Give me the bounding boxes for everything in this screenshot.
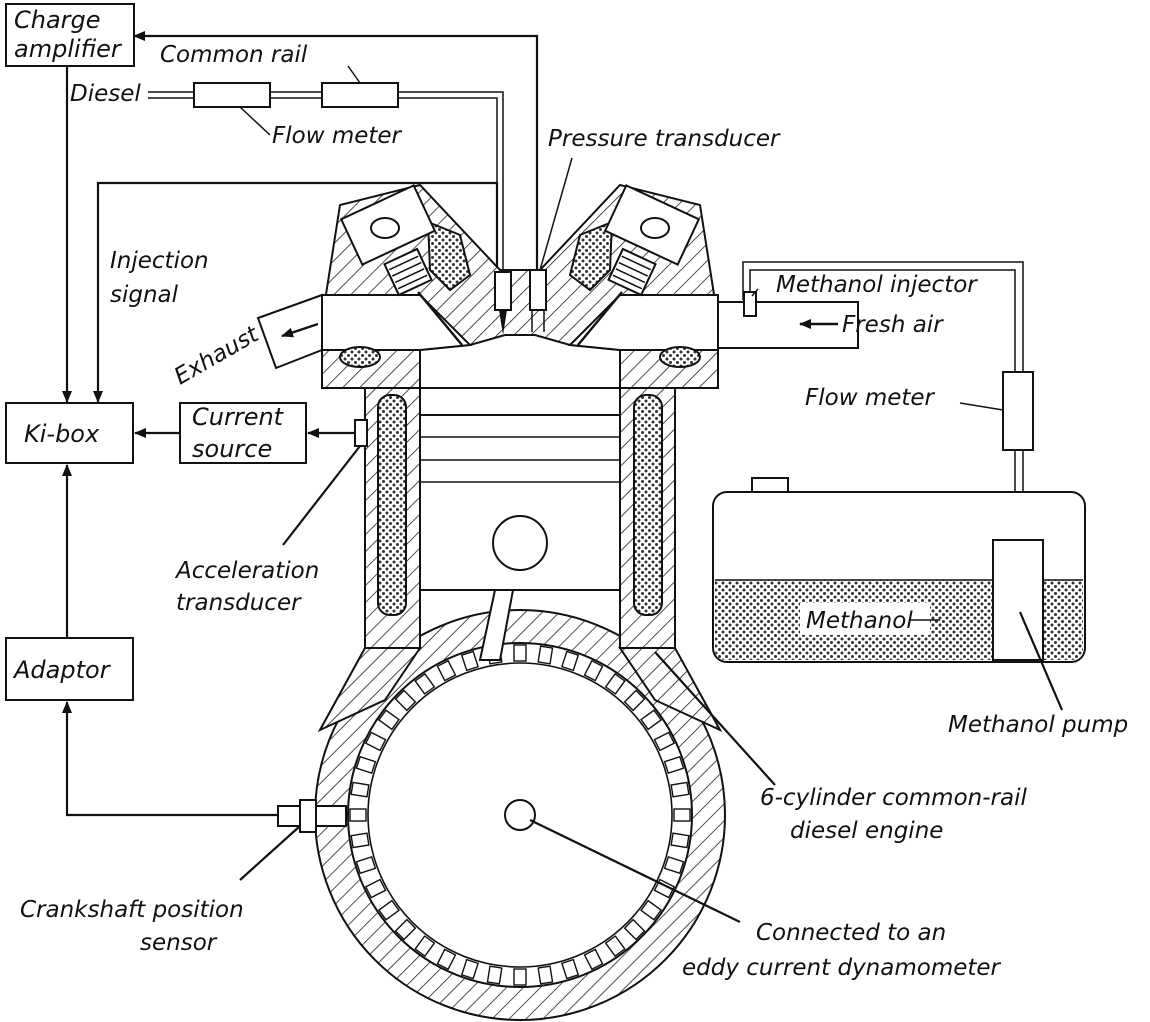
trigger-wheel-tooth: [355, 755, 377, 774]
fresh-air-label: Fresh air: [842, 312, 944, 338]
methanol-pump-label: Methanol pump: [948, 712, 1128, 738]
engine-body: [256, 183, 859, 1021]
methanol-flow-meter: [1002, 371, 1034, 451]
trigger-wheel-tooth: [583, 948, 604, 971]
crank-trigger-wheel: [349, 644, 691, 986]
trigger-wheel-tooth: [663, 755, 685, 774]
connecting-rod: [478, 589, 515, 661]
charge-amplifier-label-2: amplifier: [14, 35, 123, 63]
trigger-wheel-tooth: [350, 781, 370, 798]
dynamometer-label-1: Connected to an: [756, 920, 946, 946]
common-rail-label: Common rail: [160, 42, 308, 68]
trigger-wheel-tooth: [364, 878, 387, 899]
flow-meter-right-label: Flow meter: [805, 385, 936, 411]
methanol-injector-label: Methanol injector: [776, 272, 978, 298]
trigger-wheel-tooth: [583, 659, 604, 682]
trigger-wheel-tooth: [460, 958, 479, 980]
trigger-wheel-tooth: [561, 650, 580, 672]
crankshaft-sensor-label-1: Crankshaft position: [20, 897, 244, 923]
trigger-wheel-tooth: [670, 832, 690, 849]
methanol-injector: [743, 291, 757, 317]
intake-valve-spring: [607, 247, 657, 297]
trigger-wheel-tooth: [513, 644, 527, 662]
current-source-label-1: Current: [192, 403, 285, 431]
methanol-system: [712, 261, 1086, 663]
trigger-wheel-tooth: [394, 689, 417, 712]
injection-signal-label-2: signal: [110, 282, 179, 308]
current-source-box: Current source: [179, 402, 307, 464]
trigger-wheel-tooth: [513, 968, 527, 986]
charge-amplifier-label-1: Charge: [14, 6, 101, 34]
trigger-wheel-tooth: [394, 918, 417, 941]
trigger-wheel-tooth: [640, 709, 663, 731]
trigger-wheel-tooth: [460, 650, 479, 672]
trigger-wheel-tooth: [623, 918, 646, 941]
adaptor-box: Adaptor: [5, 637, 134, 701]
trigger-wheel-tooth: [604, 935, 626, 958]
labels: Common rail Diesel Flow meter Pressure t…: [20, 42, 1128, 981]
current-source-label-2: source: [192, 435, 272, 463]
crankshaft-sensor: [277, 805, 301, 827]
leader-lines: [239, 65, 1064, 923]
pressure-transducer-label: Pressure transducer: [548, 126, 781, 152]
trigger-wheel-tooth: [436, 948, 457, 971]
trigger-wheel-tooth: [673, 808, 691, 822]
dynamometer-label-2: eddy current dynamometer: [682, 955, 1002, 981]
trigger-wheel-tooth: [436, 659, 457, 682]
diesel-injector: [494, 271, 512, 311]
methanol-pump: [992, 539, 1044, 661]
crank-to-adaptor-line: [62, 701, 278, 817]
diesel-label: Diesel: [70, 81, 141, 107]
trigger-wheel-tooth: [561, 958, 580, 980]
crank-shaft-center: [504, 799, 536, 831]
trigger-wheel-tooth: [349, 808, 367, 822]
ki-box-label: Ki-box: [24, 420, 100, 448]
charge-amplifier-box: Charge amplifier: [5, 3, 135, 67]
acceleration-transducer: [354, 419, 368, 447]
exhaust-label: Exhaust: [170, 321, 264, 390]
trigger-wheel-tooth: [623, 689, 646, 712]
trigger-wheel-tooth: [670, 781, 690, 798]
injection-signal-label-1: Injection: [110, 248, 209, 274]
acceleration-transducer-label-1: Acceleration: [174, 558, 319, 584]
trigger-wheel-tooth: [377, 899, 400, 921]
adaptor-label: Adaptor: [12, 656, 112, 684]
engine-label-1: 6-cylinder common-rail: [760, 785, 1027, 811]
trigger-wheel-tooth: [653, 731, 676, 752]
trigger-wheel-tooth: [350, 832, 370, 849]
engine-label-2: diesel engine: [790, 818, 943, 844]
coolant-jacket-right: [633, 394, 663, 616]
pressure-transducer: [529, 269, 547, 311]
trigger-wheel-tooth: [604, 672, 626, 695]
crankshaft-sensor-label-2: sensor: [140, 930, 218, 956]
trigger-wheel-tooth: [663, 856, 685, 875]
trigger-wheel-tooth: [537, 965, 554, 985]
trigger-wheel-tooth: [355, 856, 377, 875]
methanol-label: Methanol: [806, 608, 913, 634]
trigger-wheel-tooth: [414, 672, 436, 695]
acceleration-transducer-label-2: transducer: [176, 590, 302, 616]
diesel-flow-meter: [193, 82, 271, 108]
trigger-wheel-tooth: [377, 709, 400, 731]
diesel-fuel-line: [148, 82, 504, 275]
trigger-wheel-tooth: [414, 935, 436, 958]
trigger-wheel-tooth: [640, 899, 663, 921]
ki-box: Ki-box: [5, 402, 134, 464]
flow-meter-top-label: Flow meter: [272, 123, 403, 149]
exhaust-pipe: [256, 293, 323, 370]
pressure-signal-line: [133, 31, 539, 270]
coolant-jacket-left: [377, 394, 407, 616]
trigger-wheel-tooth: [486, 965, 503, 985]
trigger-wheel-tooth: [537, 645, 554, 665]
trigger-wheel-tooth: [364, 731, 387, 752]
exhaust-valve-spring: [383, 247, 433, 297]
piston-pin: [492, 515, 548, 571]
common-rail-body: [321, 82, 399, 108]
